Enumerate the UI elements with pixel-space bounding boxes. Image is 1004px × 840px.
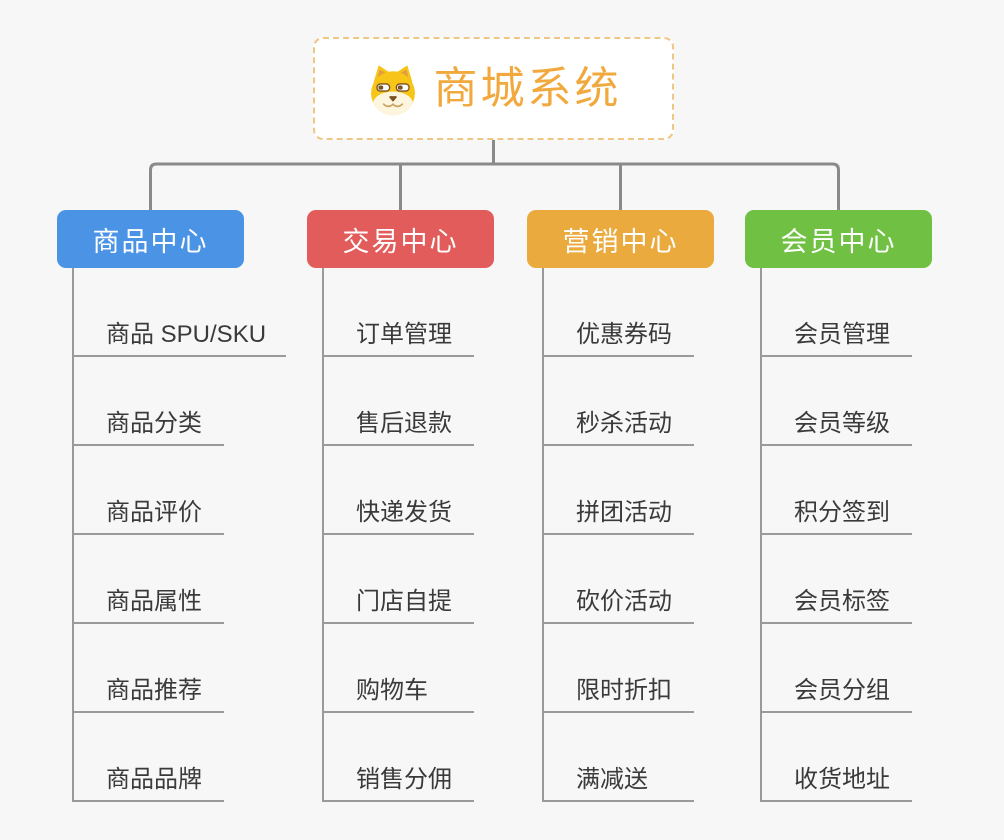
- branch-item-label: 商品品牌: [106, 766, 202, 793]
- branch-item-list: 订单管理 售后退款 快递发货 门店自提 购物车 销售分佣: [322, 268, 474, 802]
- branch-item[interactable]: 会员分组: [762, 624, 912, 713]
- branch-item-label: 会员分组: [794, 677, 890, 704]
- root-title: 商城系统: [433, 63, 622, 113]
- branch-item[interactable]: 商品 SPU/SKU: [74, 268, 287, 357]
- branch-product-center: 商品中心 商品 SPU/SKU 商品分类 商品评价 商品属性 商品推荐 商品品牌: [57, 210, 287, 802]
- branch-item-list: 优惠券码 秒杀活动 拼团活动 砍价活动 限时折扣 满减送: [542, 268, 694, 802]
- branch-item[interactable]: 秒杀活动: [544, 357, 694, 446]
- branch-item-label: 限时折扣: [576, 677, 672, 704]
- branch-marketing-center: 营销中心 优惠券码 秒杀活动 拼团活动 砍价活动 限时折扣 满减送: [527, 210, 714, 802]
- branch-item[interactable]: 会员标签: [762, 535, 912, 624]
- branch-item-list: 商品 SPU/SKU 商品分类 商品评价 商品属性 商品推荐 商品品牌: [72, 268, 287, 802]
- branch-item-label: 收货地址: [794, 766, 890, 793]
- doge-icon: [370, 64, 415, 115]
- branch-item-label: 商品属性: [106, 588, 202, 615]
- branch-item-label: 砍价活动: [576, 588, 672, 615]
- branch-item-label: 售后退款: [356, 410, 452, 437]
- branch-item-label: 门店自提: [356, 588, 452, 615]
- branch-item[interactable]: 商品评价: [74, 446, 224, 535]
- branch-item-label: 会员等级: [794, 410, 890, 437]
- branch-item[interactable]: 商品推荐: [74, 624, 224, 713]
- branch-item-label: 秒杀活动: [576, 410, 672, 437]
- branch-item-label: 满减送: [576, 766, 648, 793]
- branch-item-label: 会员管理: [794, 321, 890, 348]
- branch-item[interactable]: 购物车: [324, 624, 474, 713]
- branch-item[interactable]: 商品分类: [74, 357, 224, 446]
- branch-item[interactable]: 销售分佣: [324, 713, 474, 802]
- branch-node-label[interactable]: 营销中心: [527, 210, 714, 268]
- branch-item-label: 优惠券码: [576, 321, 672, 348]
- branch-item[interactable]: 优惠券码: [544, 268, 694, 357]
- branch-item-label: 商品分类: [106, 410, 202, 437]
- branch-item[interactable]: 满减送: [544, 713, 694, 802]
- branch-item-label: 快递发货: [356, 499, 452, 526]
- branch-item[interactable]: 会员等级: [762, 357, 912, 446]
- branch-item[interactable]: 收货地址: [762, 713, 912, 802]
- branch-item-label: 积分签到: [794, 499, 890, 526]
- branch-item-list: 会员管理 会员等级 积分签到 会员标签 会员分组 收货地址: [760, 268, 912, 802]
- branch-node-label[interactable]: 交易中心: [307, 210, 494, 268]
- branch-item-label: 拼团活动: [576, 499, 672, 526]
- branch-trade-center: 交易中心 订单管理 售后退款 快递发货 门店自提 购物车 销售分佣: [307, 210, 494, 802]
- branch-item[interactable]: 积分签到: [762, 446, 912, 535]
- branch-node-label[interactable]: 商品中心: [57, 210, 244, 268]
- branch-node-label[interactable]: 会员中心: [745, 210, 932, 268]
- branch-item[interactable]: 商品品牌: [74, 713, 224, 802]
- branch-item-label: 会员标签: [794, 588, 890, 615]
- branch-item-label: 商品推荐: [106, 677, 202, 704]
- branch-member-center: 会员中心 会员管理 会员等级 积分签到 会员标签 会员分组 收货地址: [745, 210, 932, 802]
- branch-item-label: 销售分佣: [356, 766, 452, 793]
- branch-item-label: 商品评价: [106, 499, 202, 526]
- branch-item-label: 购物车: [356, 677, 428, 704]
- branch-item[interactable]: 快递发货: [324, 446, 474, 535]
- branch-item[interactable]: 砍价活动: [544, 535, 694, 624]
- branch-item[interactable]: 订单管理: [324, 268, 474, 357]
- branch-item-label: 订单管理: [356, 321, 452, 348]
- branch-item[interactable]: 门店自提: [324, 535, 474, 624]
- root-node[interactable]: 商城系统: [313, 37, 674, 140]
- branch-frame-connector: [149, 162, 840, 211]
- branch-item[interactable]: 限时折扣: [544, 624, 694, 713]
- branch-item-label: 商品 SPU/SKU: [106, 321, 267, 348]
- branch-item[interactable]: 商品属性: [74, 535, 224, 624]
- branch-item[interactable]: 拼团活动: [544, 446, 694, 535]
- branch-item[interactable]: 售后退款: [324, 357, 474, 446]
- branch-item[interactable]: 会员管理: [762, 268, 912, 357]
